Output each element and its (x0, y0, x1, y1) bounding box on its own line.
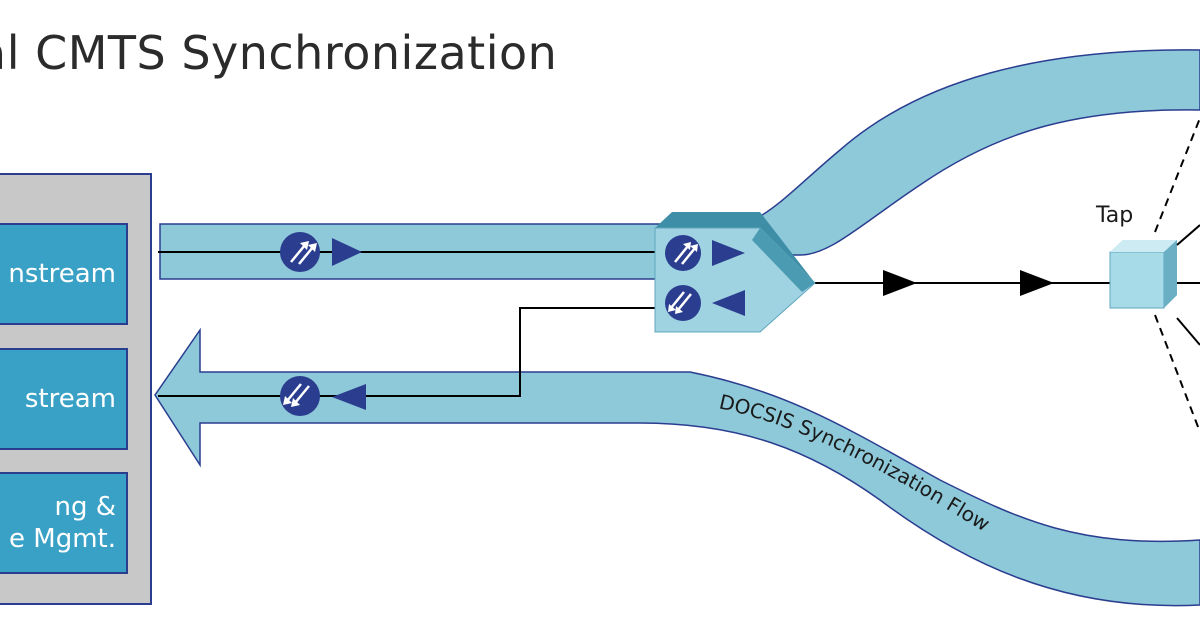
drop-line-2 (1176, 224, 1200, 246)
downstream-module: nstream (0, 223, 128, 325)
module-label: e Mgmt. (9, 524, 116, 554)
management-module: ng & e Mgmt. (0, 472, 128, 574)
rf-arrow-1 (883, 270, 917, 296)
drop-line-3 (1176, 317, 1200, 346)
double-arrow-down-left-icon (665, 285, 701, 321)
flow-label: DOCSIS Synchronization Flow (717, 389, 994, 536)
downstream-pipe-arrow (332, 238, 362, 266)
page-title: al CMTS Synchronization (0, 26, 558, 80)
upstream-pipe-arrow (332, 384, 366, 410)
node-downstream-arrow (712, 240, 745, 266)
drop-line-4 (1154, 314, 1200, 433)
lower-sync-pipe (154, 327, 1200, 607)
rf-arrow-2 (1020, 270, 1054, 296)
tap-label: Tap (1095, 203, 1133, 228)
tap-cube-icon (1109, 240, 1177, 309)
upstream-module: stream (0, 348, 128, 450)
node-upstream-arrow (712, 290, 745, 316)
module-label: stream (24, 384, 116, 414)
module-label: ng & (54, 492, 116, 522)
double-arrow-up-right-icon (280, 232, 320, 272)
module-label: nstream (8, 259, 116, 289)
upper-sync-pipe (699, 49, 1200, 256)
double-arrow-up-right-icon (665, 235, 701, 271)
double-arrow-down-left-icon (280, 376, 320, 416)
drop-line-1 (1154, 117, 1200, 233)
